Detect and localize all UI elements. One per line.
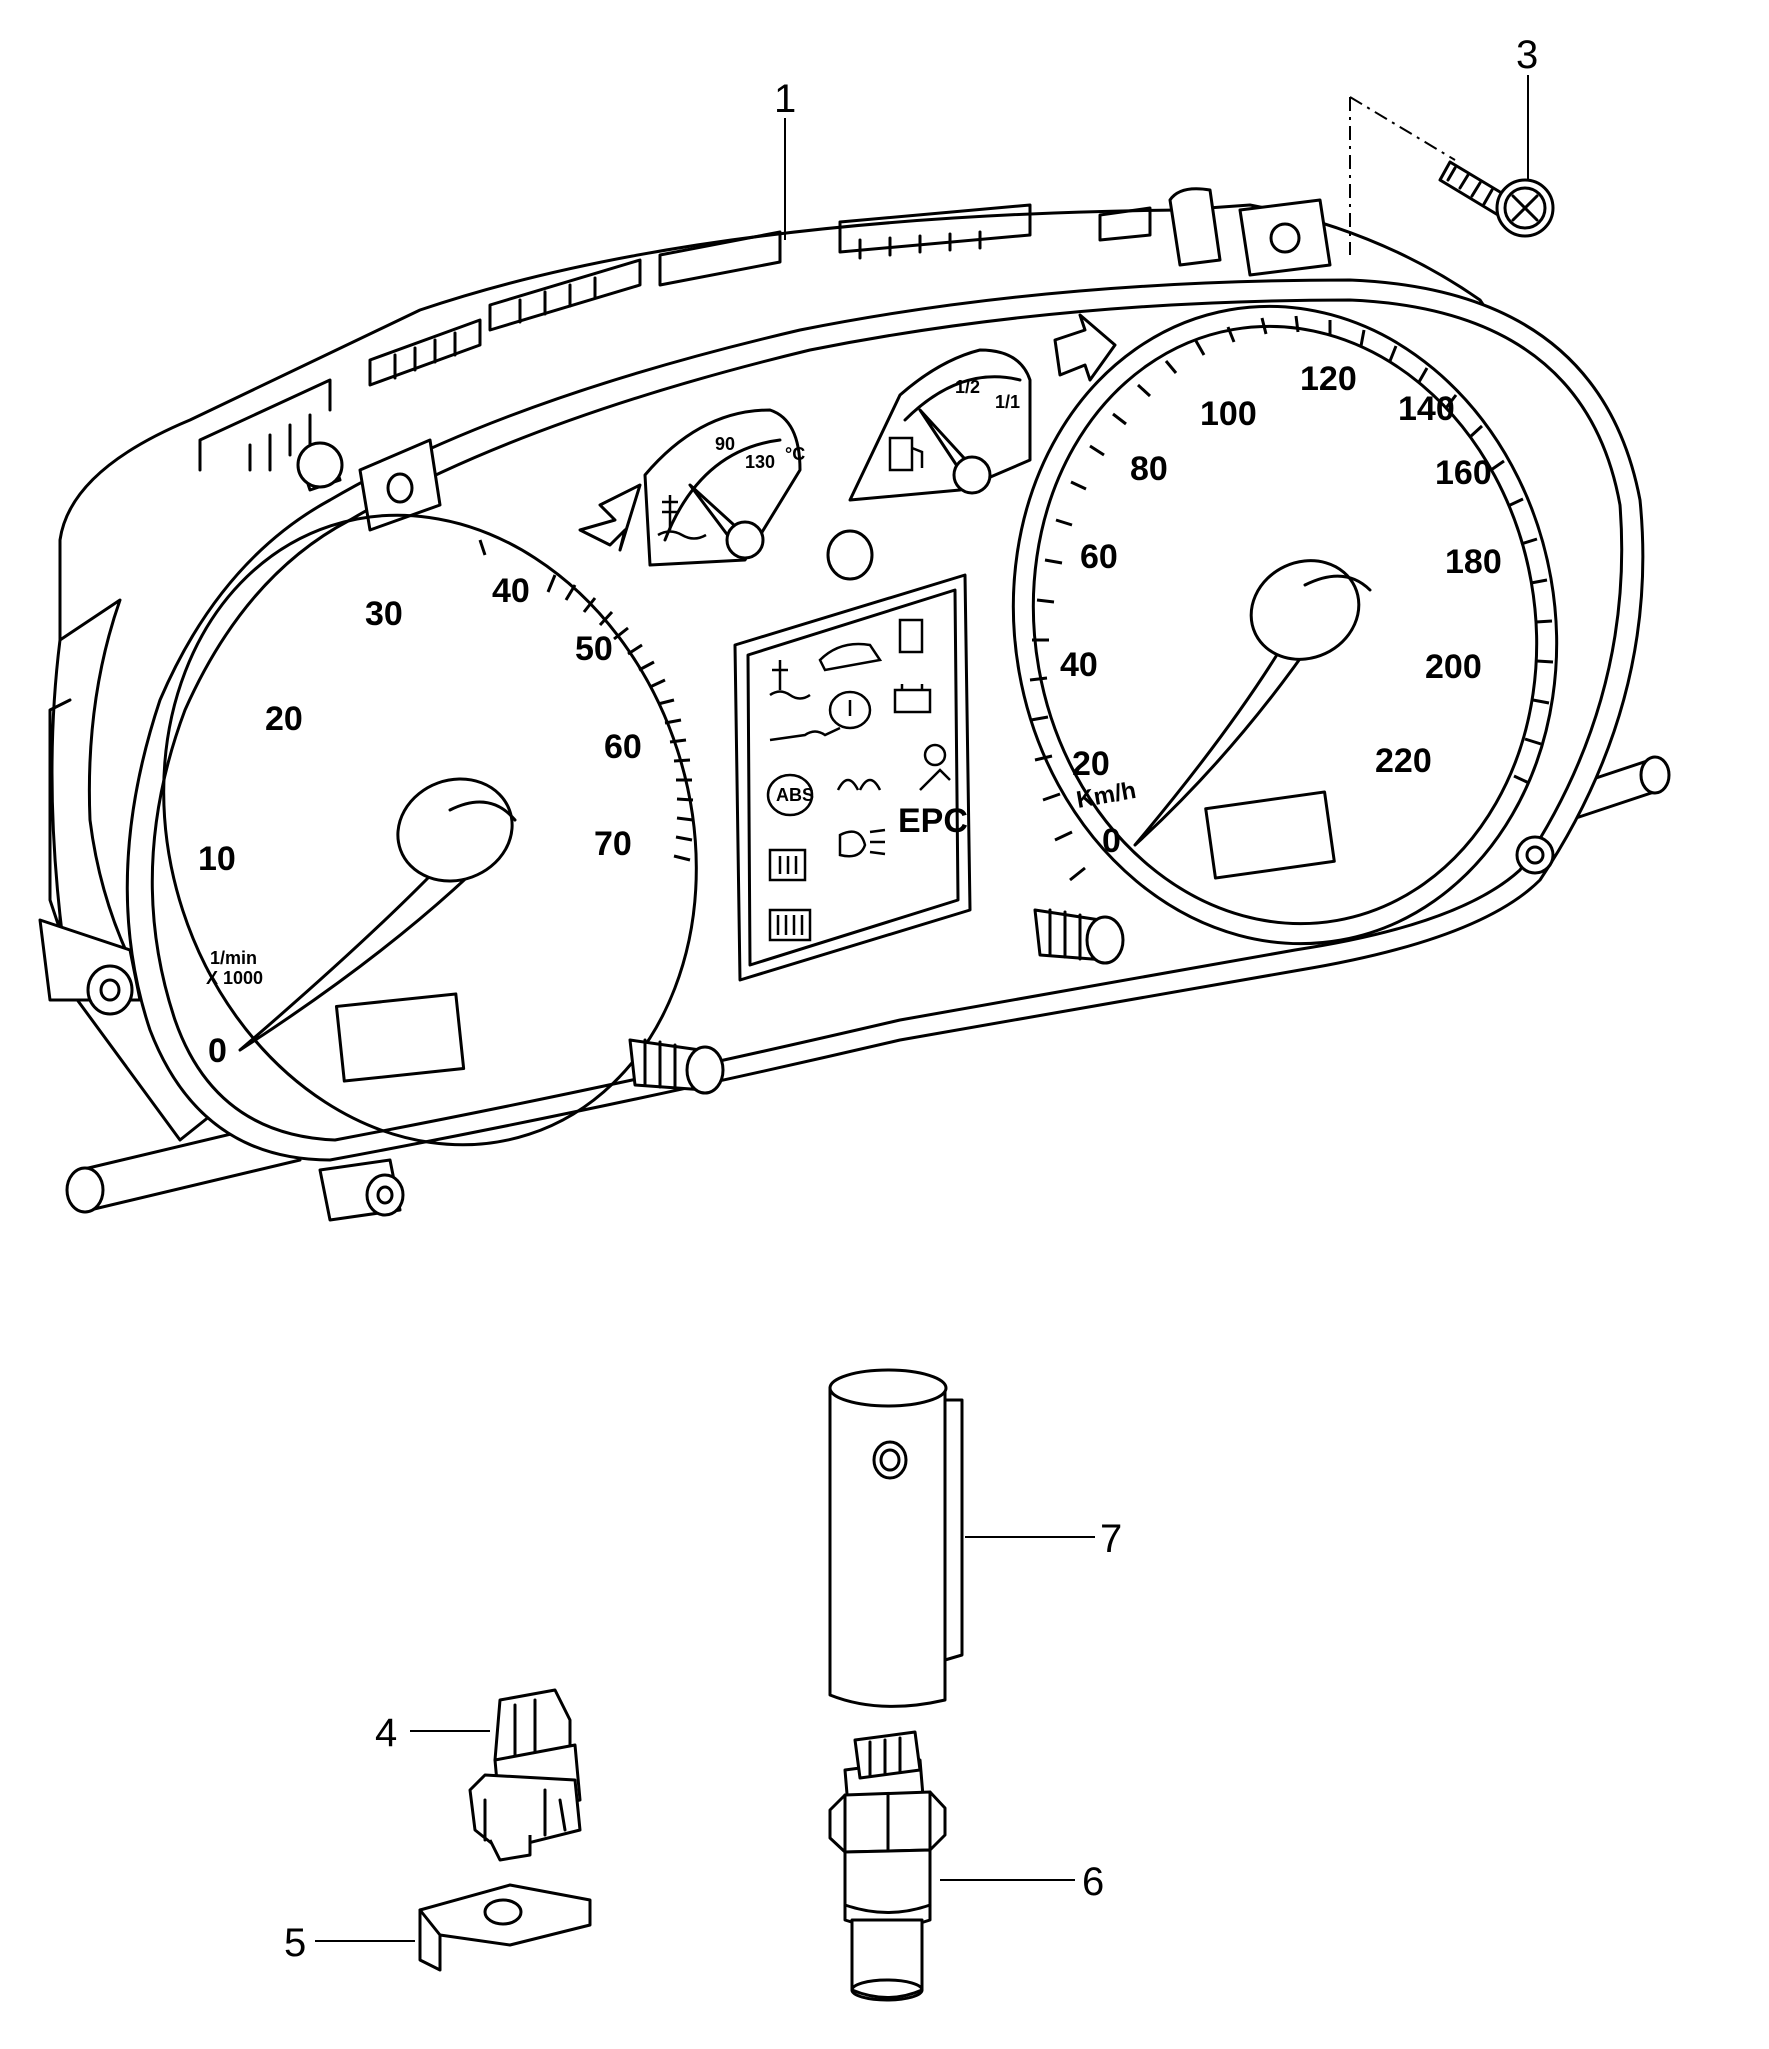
callout-3: 3: [1516, 33, 1538, 77]
brake-warning-icon: [828, 690, 872, 730]
speed-num-0: 0: [1102, 822, 1121, 860]
fuel-pump-icon: [888, 436, 924, 472]
airbag-icon: [919, 743, 951, 791]
tach-num-70: 70: [594, 825, 632, 863]
glow-plug-icon: [836, 778, 882, 791]
tach-needle-hub: [396, 777, 514, 883]
tach-num-20: 20: [265, 700, 303, 738]
tach-num-40: 40: [492, 572, 530, 610]
callout-5: 5: [284, 1921, 306, 1965]
tach-odometer-window: [334, 992, 466, 1083]
speed-num-60: 60: [1080, 538, 1118, 576]
screw: [1349, 96, 1555, 255]
reset-button-top: [826, 529, 874, 581]
callout-7: 7: [1100, 1517, 1122, 1561]
abs-label: ABS: [776, 785, 814, 805]
speed-num-100: 100: [1200, 395, 1257, 433]
callout-4: 4: [375, 1711, 397, 1755]
coolant-icon: [657, 495, 707, 540]
mounting-bracket: [418, 1883, 592, 1972]
fuel-gauge: 1/2 1/1: [848, 348, 1032, 502]
seat-heater-icon: [768, 908, 812, 942]
speed-num-220: 220: [1375, 742, 1432, 780]
speed-num-40: 40: [1060, 646, 1098, 684]
tach-num-30: 30: [365, 595, 403, 633]
oil-pressure-icon: [769, 726, 841, 742]
tach-num-10: 10: [198, 840, 236, 878]
temperature-gauge: 90 130 °C: [643, 408, 805, 567]
sleeve: [828, 1368, 964, 1708]
callout-6: 6: [1082, 1860, 1104, 1904]
turn-signal-right-icon: [1053, 313, 1117, 382]
turn-signal-left-icon: [578, 483, 642, 552]
temp-unit: °C: [785, 444, 805, 464]
temp-label-130: 130: [745, 452, 775, 472]
speed-num-120: 120: [1300, 360, 1357, 398]
abs-icon: ABS: [766, 773, 814, 817]
fuel-label-full: 1/1: [995, 392, 1020, 412]
speed-num-20: 20: [1072, 745, 1110, 783]
warning-light-panel: ABS EPC: [733, 573, 972, 982]
fuel-label-half: 1/2: [955, 377, 980, 397]
rear-defrost-icon: [768, 848, 807, 882]
speed-num-140: 140: [1398, 390, 1455, 428]
adjustment-knob-right: [1033, 908, 1125, 965]
callout-1: 1: [774, 77, 796, 121]
speedometer-ticks: [1029, 315, 1554, 882]
speed-num-180: 180: [1445, 543, 1502, 581]
tachometer: 0 10 20 30 40 50 60 70 1/min X 1000: [162, 513, 698, 1147]
speed-odometer-window: [1204, 790, 1336, 880]
speed-num-160: 160: [1435, 454, 1492, 492]
connector: [468, 1688, 582, 1862]
tach-unit-line2: X 1000: [206, 968, 263, 988]
speed-num-80: 80: [1130, 450, 1168, 488]
tach-num-50: 50: [575, 630, 613, 668]
door-open-icon: [818, 642, 883, 672]
temp-label-90: 90: [715, 434, 735, 454]
sleeve-hole: [872, 1440, 908, 1480]
headlight-icon: [838, 828, 886, 858]
speed-needle-hub: [1249, 559, 1361, 661]
speed-num-200: 200: [1425, 648, 1482, 686]
tach-num-0: 0: [208, 1032, 227, 1070]
coolant-warning-icon: [769, 660, 811, 700]
tachometer-ticks: [546, 574, 694, 862]
tach-num-60: 60: [604, 728, 642, 766]
screw-dashed-path: [1349, 96, 1456, 255]
instrument-cluster: 0 10 20 30 40 50 60 70 1/min X 1000 0 2: [38, 187, 1671, 1222]
tach-unit-line1: 1/min: [210, 948, 257, 968]
battery-icon: [893, 684, 932, 714]
bracket-hole: [483, 1898, 523, 1926]
temperature-sender: [828, 1730, 947, 2002]
adjustment-knob-left: [628, 1038, 725, 1095]
fuel-warning-icon: [898, 618, 924, 654]
epc-label: EPC: [898, 802, 968, 840]
phillips-cross-icon: [1511, 194, 1539, 222]
speedometer: 0 20 Km/h 40 60 80 100 120 140 160 180 2…: [1011, 304, 1559, 946]
